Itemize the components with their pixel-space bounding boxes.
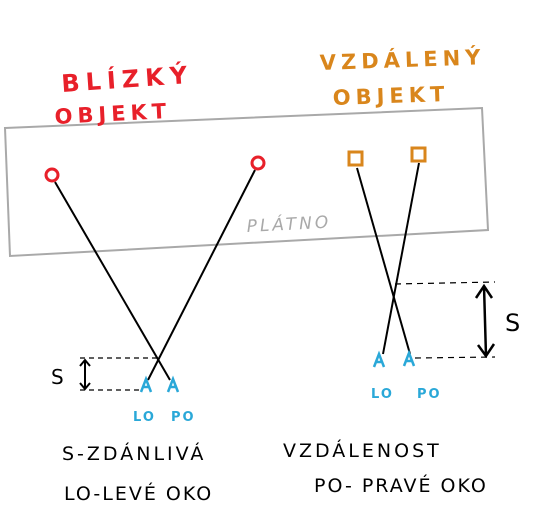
far-right-eye-label: PO	[417, 387, 442, 402]
legend-line2-right: PO- PRAVÉ OKO	[314, 474, 488, 497]
legend-line2-left: LO-LEVÉ OKO	[64, 482, 213, 505]
far-object-title-line1: VZDÁLENÝ	[319, 44, 485, 75]
near-right-sight-line	[147, 169, 256, 381]
far-left-sight-line	[356, 167, 411, 355]
far-separation-top-guide	[394, 281, 496, 285]
far-left-eye-label: LO	[371, 387, 394, 402]
near-left-eye-marker	[139, 375, 153, 393]
legend-line1-left: S-ZDÁNLIVÁ	[62, 442, 206, 465]
far-separation-label: S	[505, 309, 520, 337]
near-right-eye-label: PO	[171, 410, 196, 425]
far-object-left-marker	[347, 150, 364, 167]
far-right-eye-marker	[402, 349, 416, 367]
far-object-title-line2: OBJEKT	[332, 82, 449, 110]
near-left-eye-label: LO	[133, 410, 156, 425]
far-separation-bottom-guide	[414, 356, 496, 359]
far-left-eye-marker	[372, 350, 386, 368]
far-right-sight-line	[382, 162, 420, 355]
near-object-left-marker	[44, 167, 60, 183]
near-object-title-line1: BLÍZKÝ	[60, 59, 194, 98]
near-separation-label: S	[51, 365, 64, 389]
legend-line1-right: VZDÁLENOST	[283, 439, 442, 462]
near-left-sight-line	[54, 181, 171, 381]
near-separation-arrow	[79, 358, 91, 391]
screen-label: PLÁTNO	[246, 211, 332, 237]
far-object-right-marker	[410, 146, 427, 163]
screen-rectangle	[3, 106, 490, 258]
far-separation-arrow	[474, 283, 496, 359]
near-right-eye-marker	[166, 375, 180, 393]
near-object-right-marker	[250, 155, 266, 171]
near-object-title-line2: OBJEKT	[54, 99, 172, 129]
